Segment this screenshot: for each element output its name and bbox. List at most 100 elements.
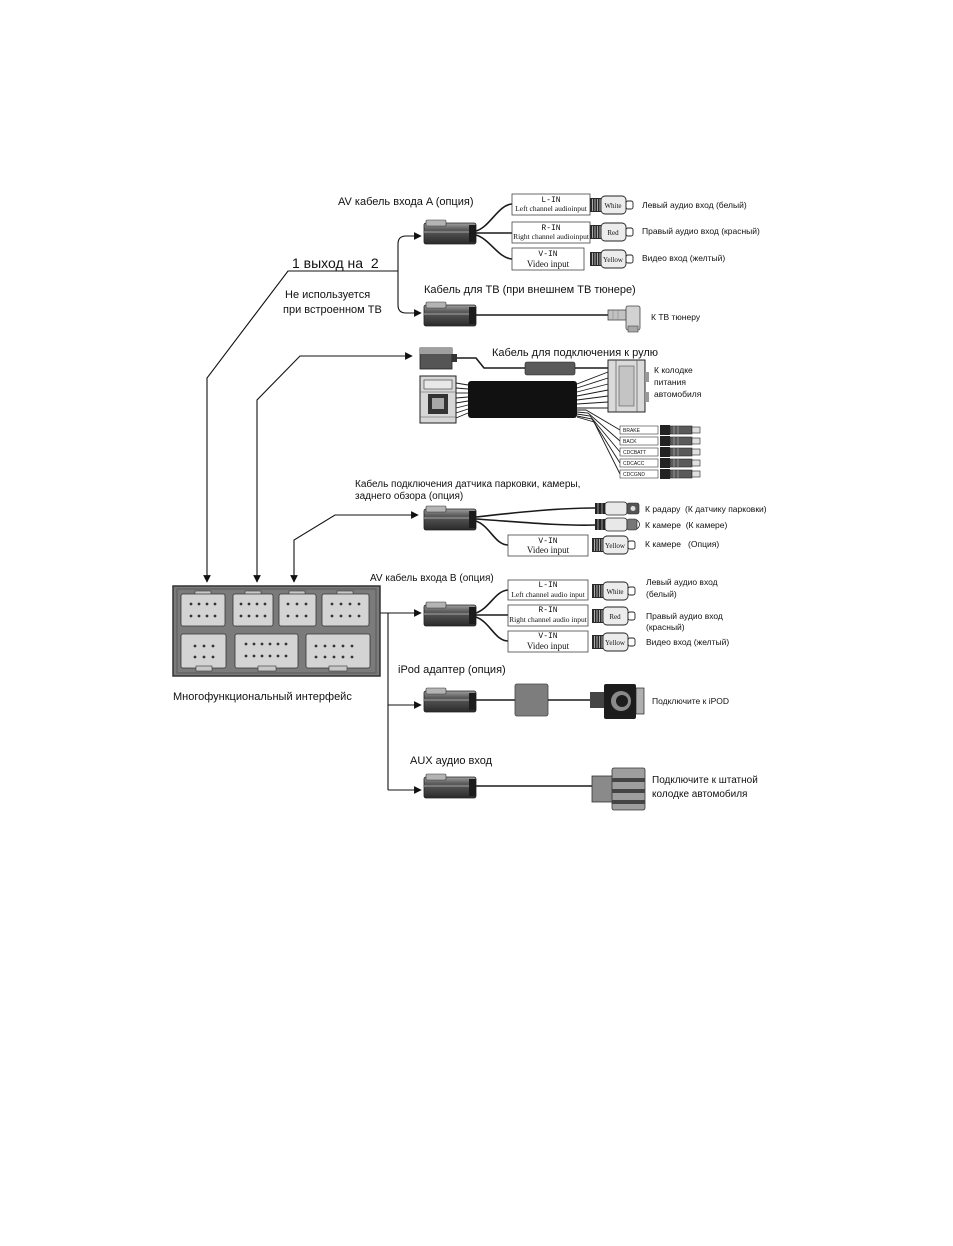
interface-socket-5 bbox=[180, 633, 227, 672]
connector-pin bbox=[350, 644, 354, 648]
power-plug bbox=[607, 359, 649, 413]
splitter: 1 выход на 2 Не используется при встроен… bbox=[203, 232, 422, 583]
tv-cable: Кабель для ТВ (при внешнем ТВ тюнере) К … bbox=[423, 284, 701, 333]
av-b-r-in-desc: Right channel audio input bbox=[509, 615, 588, 624]
connector-pin bbox=[205, 602, 209, 606]
tv-cable-title: Кабель для ТВ (при внешнем ТВ тюнере) bbox=[424, 284, 636, 296]
ipod-plug bbox=[590, 684, 645, 719]
connector-pin bbox=[286, 614, 290, 618]
socket-pins bbox=[314, 644, 354, 659]
connector-pin bbox=[295, 614, 299, 618]
connector-pin bbox=[341, 655, 345, 659]
splitter-note-line2: при встроенном ТВ bbox=[283, 304, 382, 316]
parking-cable-connector bbox=[423, 505, 477, 531]
aux-target-label-line1: Подключите к штатной bbox=[652, 775, 758, 786]
wire-tag-cdcbatt-label: CDCBATT bbox=[623, 450, 646, 456]
wire-tag-cdcgnd-plug bbox=[659, 468, 701, 480]
connector-pin bbox=[260, 654, 264, 658]
parking-cable-title-line2: заднего обзора (опция) bbox=[355, 490, 463, 502]
connector-pin bbox=[202, 644, 206, 648]
connector-pin bbox=[247, 602, 251, 606]
socket-pins bbox=[239, 602, 267, 618]
splitter-to-av-a-arrow bbox=[397, 232, 422, 271]
connector-pin bbox=[239, 614, 243, 618]
av-b-video-label: Видео вход (желтый) bbox=[646, 637, 729, 647]
connector-pin bbox=[244, 654, 248, 658]
parking-v-in-code: V-IN bbox=[538, 537, 557, 546]
connector-pin bbox=[330, 614, 334, 618]
tv-tuner-plug bbox=[607, 305, 641, 333]
interface-socket-4 bbox=[321, 590, 370, 627]
connector-pin bbox=[213, 614, 217, 618]
av-a-l-in-desc: Left channel audioinput bbox=[515, 204, 588, 213]
wire-tag-back: BACK bbox=[619, 435, 701, 447]
connector-pin bbox=[284, 654, 288, 658]
connector-pin bbox=[197, 614, 201, 618]
connector-pin bbox=[332, 655, 336, 659]
connector-pin bbox=[323, 655, 327, 659]
socket-pins bbox=[286, 602, 308, 618]
parking-wire-radar bbox=[475, 507, 596, 518]
connector-pin bbox=[339, 614, 343, 618]
av-b-v-in-box bbox=[507, 630, 589, 653]
av-a-v-in-desc: Video input bbox=[527, 259, 570, 269]
connector-pin bbox=[202, 655, 206, 659]
aux-plug bbox=[591, 767, 646, 811]
interface-socket-7 bbox=[305, 633, 371, 672]
steering-cable-title: Кабель для подключения к рулю bbox=[492, 347, 658, 359]
ipod-adapter-title: iPod адаптер (опция) bbox=[398, 664, 506, 676]
wire-tag-cdcgnd-label: CDCGND bbox=[623, 472, 645, 478]
av-b-l-in-desc: Left channel audio input bbox=[511, 590, 585, 599]
av-b-yellow-plug-label: Yellow bbox=[605, 639, 626, 647]
av-b-white-plug-label: White bbox=[606, 588, 623, 596]
av-a-r-in-desc: Right channel audioinput bbox=[513, 232, 590, 241]
parking-wire-video bbox=[475, 520, 509, 546]
camera-plug bbox=[595, 517, 640, 532]
av-b-v-in-desc: Video input bbox=[527, 641, 570, 651]
aux-target-label-line2: колодке автомобиля bbox=[652, 788, 747, 800]
connector-pin bbox=[252, 642, 256, 646]
splitter-label: 1 выход на 2 bbox=[292, 255, 379, 271]
av-b-left-audio-label-line1: Левый аудио вход bbox=[646, 577, 718, 587]
aux-input: AUX аудио вход Подключите к штатной коло… bbox=[410, 755, 758, 811]
multifunction-interface: Многофункциональный интерфейс bbox=[172, 585, 381, 703]
power-plug-label-line3: автомобиля bbox=[654, 389, 702, 399]
interface-socket-1 bbox=[180, 590, 226, 627]
connector-pin bbox=[330, 602, 334, 606]
wire-tag-brake-plug bbox=[659, 424, 701, 436]
av-a-v-in-box bbox=[511, 247, 585, 271]
connector-pin bbox=[350, 655, 354, 659]
av-cable-b-connector bbox=[423, 601, 477, 627]
av-b-right-audio-label-line1: Правый аудио вход bbox=[646, 611, 723, 621]
socket-pins bbox=[244, 642, 288, 658]
connector-pin bbox=[276, 642, 280, 646]
av-a-r-in-code: R-IN bbox=[541, 224, 560, 233]
socket-pins bbox=[189, 602, 217, 618]
wire-tag-brake-label: BRAKE bbox=[623, 428, 641, 434]
camera-label: К камере (К камере) bbox=[645, 520, 727, 530]
connector-pin bbox=[193, 655, 197, 659]
connector-pin bbox=[211, 655, 215, 659]
connector-pin bbox=[357, 614, 361, 618]
av-cable-a: AV кабель входа A (опция) L-IN Left chan… bbox=[338, 193, 760, 271]
parking-video-label: К камере (Опция) bbox=[645, 539, 719, 549]
connector-pin bbox=[348, 602, 352, 606]
interface-socket-3 bbox=[278, 590, 317, 627]
connector-pin bbox=[295, 602, 299, 606]
av-b-r-in-box bbox=[507, 604, 589, 627]
aux-input-title: AUX аудио вход bbox=[410, 755, 493, 767]
wire-tag-cdcbatt: CDCBATT bbox=[619, 446, 701, 458]
av-b-v-in-code: V-IN bbox=[538, 632, 557, 641]
parking-v-in-box bbox=[507, 534, 589, 557]
connector-pin bbox=[197, 602, 201, 606]
av-b-wire-video bbox=[475, 616, 509, 642]
harness-left-connector bbox=[419, 375, 457, 424]
connector-pin bbox=[255, 614, 259, 618]
interface-label: Многофункциональный интерфейс bbox=[173, 691, 352, 703]
av-a-white-plug-label: White bbox=[604, 202, 621, 210]
wire-tag-cdcacc: CDCACC bbox=[619, 457, 701, 469]
av-b-red-plug-label: Red bbox=[609, 613, 621, 621]
connector-pin bbox=[348, 614, 352, 618]
splitter-to-interface-arrow bbox=[203, 270, 398, 583]
connector-pin bbox=[260, 642, 264, 646]
